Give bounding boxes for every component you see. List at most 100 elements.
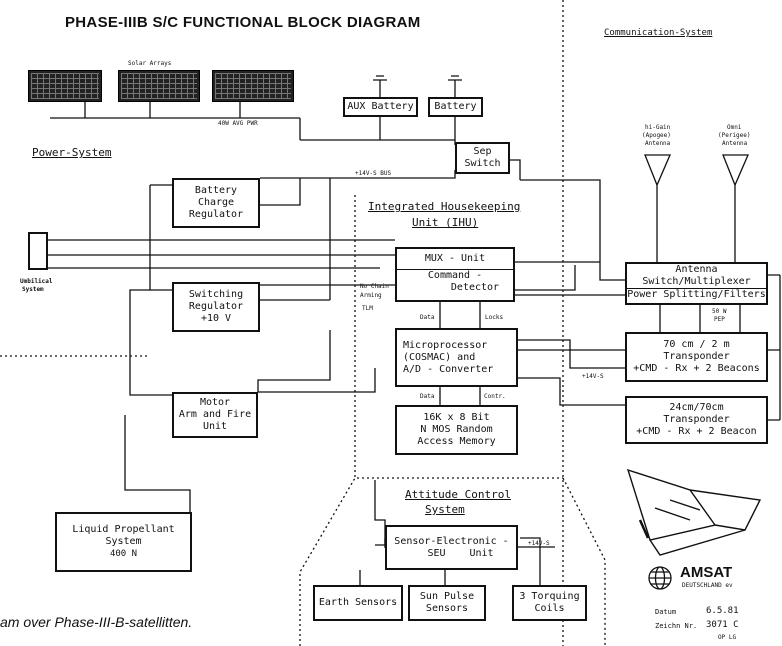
data-label-1: Data bbox=[420, 314, 435, 321]
amsat-logo-text: AMSAT bbox=[680, 564, 733, 581]
amsat-logo-sub: DEUTSCHLAND ev bbox=[682, 582, 733, 589]
battery-block: Battery bbox=[428, 97, 483, 117]
seu-line2: SEU bbox=[427, 547, 446, 559]
command-line2: Detector bbox=[450, 282, 500, 293]
battery-label: Battery bbox=[434, 101, 477, 112]
earth-sensors-label: Earth Sensors bbox=[318, 597, 398, 608]
transponder-24cm-70cm-block: 24cm/70cm Transponder +CMD - Rx + 2 Beac… bbox=[625, 396, 768, 444]
bus-14v-label: +14V-S BUS bbox=[355, 170, 392, 177]
propellant-line2: System bbox=[105, 536, 142, 547]
bcr-line3: Regulator bbox=[188, 209, 244, 220]
sun-pulse-sensors-block: Sun Pulse Sensors bbox=[408, 585, 486, 621]
solar-panel bbox=[118, 70, 200, 102]
microprocessor-line2: (COSMAC) and bbox=[403, 351, 476, 363]
no-chain-line1: No Chain bbox=[360, 283, 389, 290]
data-label-2: Data bbox=[420, 393, 435, 400]
bcr-line2: Charge bbox=[197, 197, 235, 208]
umbilical-connector bbox=[28, 232, 48, 270]
sep-switch-block: Sep Switch bbox=[455, 142, 510, 174]
datum-label: Datum bbox=[655, 608, 677, 616]
antenna1-line3: Antenna bbox=[645, 140, 671, 147]
command-line1: Command - bbox=[427, 270, 483, 281]
mux-unit-label: MUX - Unit bbox=[424, 253, 486, 264]
switching-regulator-line1: Switching bbox=[188, 289, 244, 300]
propellant-line3: 400 N bbox=[109, 549, 138, 559]
memory-block: 16K x 8 Bit N MOS Random Access Memory bbox=[395, 405, 518, 455]
earth-sensors-block: Earth Sensors bbox=[313, 585, 403, 621]
power-system-label: Power-System bbox=[32, 146, 112, 159]
antenna-switch-line2: Switch/Multiplexer bbox=[627, 276, 766, 289]
switching-regulator-line2: Regulator bbox=[188, 301, 244, 312]
antenna-switch-block: Antenna Switch/Multiplexer Power Splitti… bbox=[625, 262, 768, 305]
sep-switch-line1: Sep bbox=[473, 146, 492, 157]
mux-divider bbox=[397, 269, 513, 270]
antenna2-line1: Omni bbox=[727, 124, 742, 131]
sun-pulse-line2: Sensors bbox=[425, 603, 469, 614]
aux-battery-label: AUX Battery bbox=[347, 101, 414, 112]
microprocessor-block: Microprocessor (COSMAC) and A/D - Conver… bbox=[395, 328, 518, 387]
switching-regulator-block: Switching Regulator +10 V bbox=[172, 282, 260, 332]
sensor-electronic-unit-block: Sensor-Electronic - SEU Unit bbox=[385, 525, 518, 570]
antenna1-line2: (Apogee) bbox=[642, 132, 671, 139]
transponder-70cm-2m-block: 70 cm / 2 m Transponder +CMD - Rx + 2 Be… bbox=[625, 332, 768, 382]
umbilical-label-line2: System bbox=[22, 286, 44, 293]
ihu-label-line1: Integrated Housekeeping bbox=[368, 200, 521, 213]
transponder2-line1: 24cm/70cm bbox=[669, 402, 724, 413]
bcr-line1: Battery bbox=[194, 185, 238, 196]
v14-mid-label: +14V-S bbox=[582, 373, 604, 380]
contr-label: Contr. bbox=[484, 393, 506, 400]
antenna2-line2: (Perigee) bbox=[718, 132, 751, 139]
aux-battery-block: AUX Battery bbox=[343, 97, 418, 117]
solar-panel bbox=[28, 70, 102, 102]
motor-line1: Motor bbox=[199, 397, 231, 408]
datum-value: 6.5.81 bbox=[706, 606, 739, 616]
initials-label: OP LG bbox=[718, 634, 737, 641]
motor-line2: Arm and Fire bbox=[178, 409, 252, 420]
seu-line3: Unit bbox=[469, 547, 494, 559]
zeichn-label: Zeichn Nr. bbox=[655, 622, 698, 630]
transponder1-line1: 70 cm / 2 m bbox=[663, 339, 730, 350]
mux-command-block: MUX - Unit Command - Detector bbox=[395, 247, 515, 302]
memory-line3: Access Memory bbox=[417, 436, 496, 447]
zeichn-value: 3071 C bbox=[706, 620, 739, 630]
umbilical-label-line1: Umbilical bbox=[20, 278, 53, 285]
attitude-label-line2: System bbox=[425, 503, 465, 516]
torquing-line1: 3 Torquing bbox=[519, 591, 580, 602]
torquing-line2: Coils bbox=[534, 603, 565, 614]
power-bus-label: 40W AVG PWR bbox=[218, 120, 258, 127]
caption: am over Phase-III-B-satellitten. bbox=[0, 614, 193, 630]
motor-arm-fire-block: Motor Arm and Fire Unit bbox=[172, 392, 258, 438]
switching-regulator-line3: +10 V bbox=[200, 313, 232, 324]
solar-arrays-label: Solar Arrays bbox=[128, 60, 172, 67]
solar-panel bbox=[212, 70, 294, 102]
ihu-label-line2: Unit (IHU) bbox=[412, 216, 479, 229]
antenna2-line3: Antenna bbox=[722, 140, 748, 147]
diagram-title: PHASE-IIIB S/C FUNCTIONAL BLOCK DIAGRAM bbox=[65, 14, 421, 31]
memory-line2: N MOS Random bbox=[420, 424, 493, 435]
sep-switch-line2: Switch bbox=[464, 158, 501, 169]
no-chain-line2: Arming bbox=[360, 292, 382, 299]
microprocessor-line3: A/D - Converter bbox=[403, 363, 494, 375]
antenna1-line1: hi-Gain bbox=[645, 124, 671, 131]
liquid-propellant-block: Liquid Propellant System 400 N bbox=[55, 512, 192, 572]
microprocessor-line1: Microprocessor bbox=[403, 339, 488, 351]
torquing-coils-block: 3 Torquing Coils bbox=[512, 585, 587, 621]
locks-label: Locks bbox=[485, 314, 504, 321]
propellant-line1: Liquid Propellant bbox=[72, 524, 175, 535]
battery-charge-regulator-block: Battery Charge Regulator bbox=[172, 178, 260, 228]
antenna-switch-line1: Antenna bbox=[675, 264, 718, 275]
antenna-switch-line3: Power Splitting/Filters bbox=[627, 289, 766, 300]
sun-pulse-line1: Sun Pulse bbox=[419, 591, 475, 602]
pep-line1: 50 W bbox=[712, 308, 727, 315]
attitude-label-line1: Attitude Control bbox=[405, 488, 511, 501]
transponder2-line3: +CMD - Rx + 2 Beacon bbox=[636, 426, 757, 437]
transponder1-line3: +CMD - Rx + 2 Beacons bbox=[633, 363, 760, 374]
communication-system-label: Communication-System bbox=[604, 28, 713, 38]
memory-line1: 16K x 8 Bit bbox=[423, 412, 490, 423]
no-chain-line3: TLM bbox=[362, 305, 373, 312]
motor-line3: Unit bbox=[202, 421, 228, 432]
transponder2-line2: Transponder bbox=[663, 414, 730, 425]
seu-line1: Sensor-Electronic - bbox=[394, 535, 509, 547]
v14-seu-label: +14V-S bbox=[528, 540, 550, 547]
